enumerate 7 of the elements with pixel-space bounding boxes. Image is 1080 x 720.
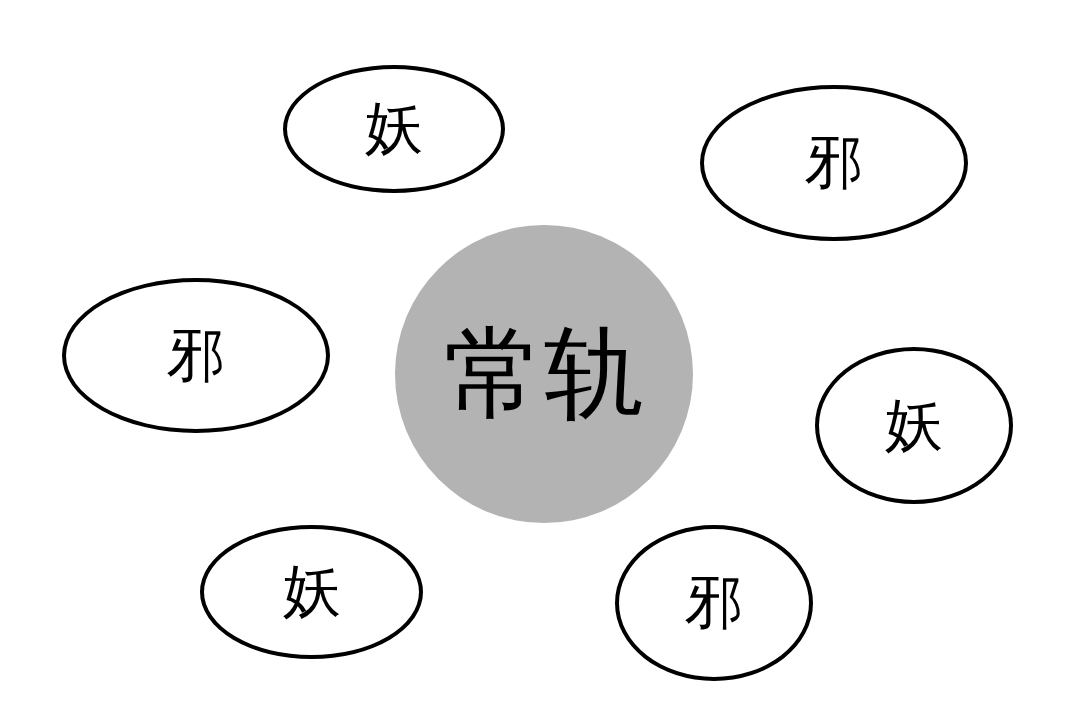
node-label: 妖 bbox=[365, 97, 423, 161]
node-label: 妖 bbox=[282, 560, 341, 624]
node-label: 邪 bbox=[685, 571, 743, 635]
node-label: 邪 bbox=[805, 131, 863, 195]
node-label: 邪 bbox=[167, 323, 225, 388]
node-label: 妖 bbox=[885, 393, 943, 458]
node-label: 常轨 bbox=[444, 319, 644, 429]
